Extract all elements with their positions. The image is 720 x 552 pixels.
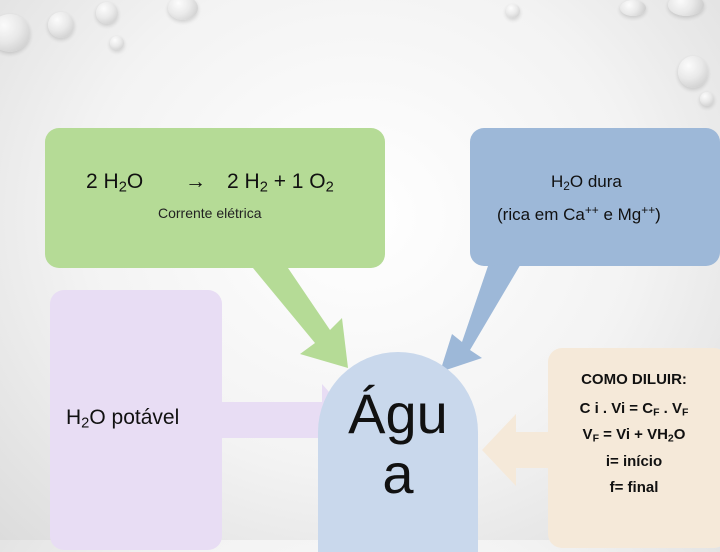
reaction-arrow: →	[185, 170, 206, 193]
electrolysis-condition: Corrente elétrica	[158, 205, 262, 221]
reactant-h: H	[103, 170, 119, 193]
water-drop-decoration	[668, 0, 704, 16]
hard-water-mg: e Mg	[598, 204, 642, 224]
mg-charge: ++	[641, 203, 656, 217]
water-drop-decoration	[110, 36, 124, 50]
potable-h: H	[66, 406, 82, 429]
eq2-v: V	[582, 426, 593, 443]
arrow-from-hard-water	[440, 262, 522, 372]
hard-water-h: H	[551, 172, 564, 191]
product-o: + 1 O	[267, 170, 326, 193]
water-label-line2: a	[382, 442, 414, 505]
product-subscript: 2	[259, 179, 268, 196]
potable-rest: O potável	[89, 406, 180, 429]
water-label: Águ a	[318, 384, 478, 504]
arrow-from-electrolysis	[253, 268, 348, 368]
hard-water-detail: (rica em Ca++ e Mg++)	[497, 203, 661, 225]
eq1-sub-f: F	[653, 406, 660, 419]
potable-water-label: H2O potável	[66, 406, 179, 432]
water-drop-decoration	[168, 0, 198, 20]
eq2-sub-f: F	[592, 432, 599, 445]
reactant-coefficient: 2	[86, 170, 98, 193]
reactant-subscript: 2	[118, 179, 127, 196]
water-drop-decoration	[620, 0, 646, 16]
electrolysis-box	[45, 128, 385, 268]
eq2-right: = Vi + VH	[598, 426, 668, 443]
eq2-o: O	[673, 426, 686, 443]
water-drop-decoration	[678, 56, 708, 88]
eq1-sub-f2: F	[682, 406, 689, 419]
product-h: 2 H	[227, 170, 260, 193]
water-drop-decoration	[506, 4, 520, 18]
eq1-left: C i . Vi = C	[579, 400, 654, 417]
water-center-shape	[318, 352, 478, 552]
water-drop-decoration	[48, 12, 74, 38]
hard-water-ca: (rica em Ca	[497, 204, 585, 224]
arrow-from-dilution	[482, 414, 548, 486]
hard-water-subscript: 2	[563, 178, 570, 193]
eq2-sub-2: 2	[667, 432, 674, 445]
dilution-title: COMO DILUIR:	[581, 371, 687, 388]
water-drop-decoration	[96, 2, 118, 24]
potable-water-box	[50, 290, 222, 550]
hard-water-box	[470, 128, 720, 266]
ca-charge: ++	[584, 203, 599, 217]
dilution-legend-i: i= início	[605, 453, 663, 470]
dilution-equation-1: C i . Vi = CF . VF	[548, 400, 720, 419]
electrolysis-arrow: →	[185, 170, 206, 194]
dilution-equation-2: VF = Vi + VH2O	[548, 426, 720, 445]
reactant-o: O	[126, 170, 144, 193]
dilution-legend-f: f= final	[609, 479, 659, 496]
dilution-box	[548, 348, 720, 548]
product-o-subscript: 2	[325, 179, 334, 196]
water-label-line1: Águ	[348, 382, 448, 445]
potable-subscript: 2	[81, 415, 90, 432]
hard-water-title: H2O dura	[551, 172, 622, 193]
hard-water-close: )	[655, 204, 661, 224]
water-drop-decoration	[700, 92, 714, 106]
electrolysis-product: 2 H2 + 1 O2	[227, 170, 334, 196]
electrolysis-reactant: 2 H2O	[86, 170, 143, 196]
connector-arrows	[222, 262, 548, 486]
hard-water-rest: O dura	[569, 172, 622, 191]
eq1-v: . V	[659, 400, 682, 417]
